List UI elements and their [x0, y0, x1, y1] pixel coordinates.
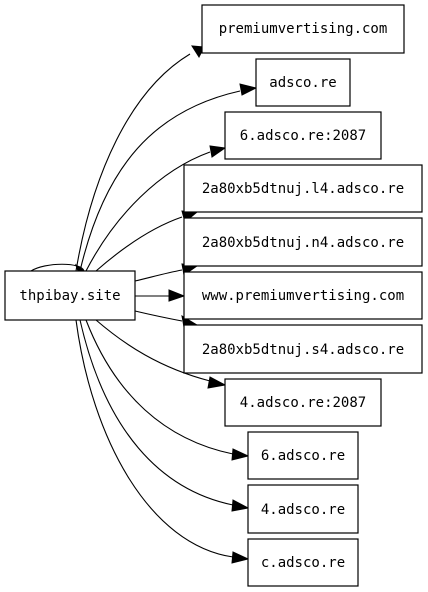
edge-arrowhead-5: [168, 289, 186, 302]
nodes: thpibay.site premiumvertising.com adsco.…: [4, 4, 423, 587]
target-node-label: 2a80xb5dtnuj.s4.adsco.re: [202, 342, 404, 358]
edge-line-6: [134, 310, 183, 322]
target-node-8[interactable]: 6.adsco.re: [247, 431, 359, 480]
edge-arrowhead-7: [207, 376, 227, 389]
edge-line-1: [79, 90, 241, 272]
target-node-label: premiumvertising.com: [219, 21, 388, 37]
edge-line-0: [75, 53, 191, 272]
edge-arrowhead-10: [231, 551, 250, 564]
target-node-label: 4.adsco.re: [261, 502, 345, 518]
target-node-10[interactable]: c.adsco.re: [247, 538, 359, 587]
edge-line-8: [85, 319, 234, 455]
target-node-2[interactable]: 6.adsco.re:2087: [224, 111, 382, 160]
target-node-5[interactable]: www.premiumvertising.com: [183, 271, 423, 320]
target-node-label: 2a80xb5dtnuj.n4.adsco.re: [202, 235, 404, 251]
target-node-6[interactable]: 2a80xb5dtnuj.s4.adsco.re: [183, 324, 423, 374]
edge-arrowhead-2: [209, 145, 227, 158]
edge-line-4: [134, 269, 183, 282]
edge-line-3: [95, 216, 183, 272]
target-node-label: adsco.re: [269, 75, 336, 91]
edge-arrowhead-8: [231, 448, 250, 461]
target-node-label: www.premiumvertising.com: [202, 288, 404, 304]
target-node-3[interactable]: 2a80xb5dtnuj.l4.adsco.re: [183, 164, 423, 213]
target-node-label: c.adsco.re: [261, 555, 345, 571]
target-node-label: 6.adsco.re:2087: [240, 128, 366, 144]
edge-arrowhead-1: [239, 83, 258, 96]
target-node-1[interactable]: adsco.re: [255, 58, 351, 107]
source-node[interactable]: thpibay.site: [4, 270, 136, 321]
edge-line-2: [85, 151, 211, 272]
edges: [30, 45, 258, 564]
target-node-4[interactable]: 2a80xb5dtnuj.n4.adsco.re: [183, 217, 423, 267]
self-loop-edge: [30, 263, 85, 272]
source-node-label: thpibay.site: [19, 288, 120, 304]
target-node-label: 4.adsco.re:2087: [240, 395, 366, 411]
target-node-label: 6.adsco.re: [261, 448, 345, 464]
edge-line-7: [95, 319, 211, 382]
edge-arrowhead-9: [231, 499, 250, 512]
target-node-0[interactable]: premiumvertising.com: [201, 4, 405, 54]
edge-line-10: [75, 319, 234, 558]
target-node-7[interactable]: 4.adsco.re:2087: [224, 378, 382, 427]
target-node-label: 2a80xb5dtnuj.l4.adsco.re: [202, 181, 404, 197]
edge-line-9: [79, 319, 234, 506]
target-node-9[interactable]: 4.adsco.re: [247, 484, 359, 534]
